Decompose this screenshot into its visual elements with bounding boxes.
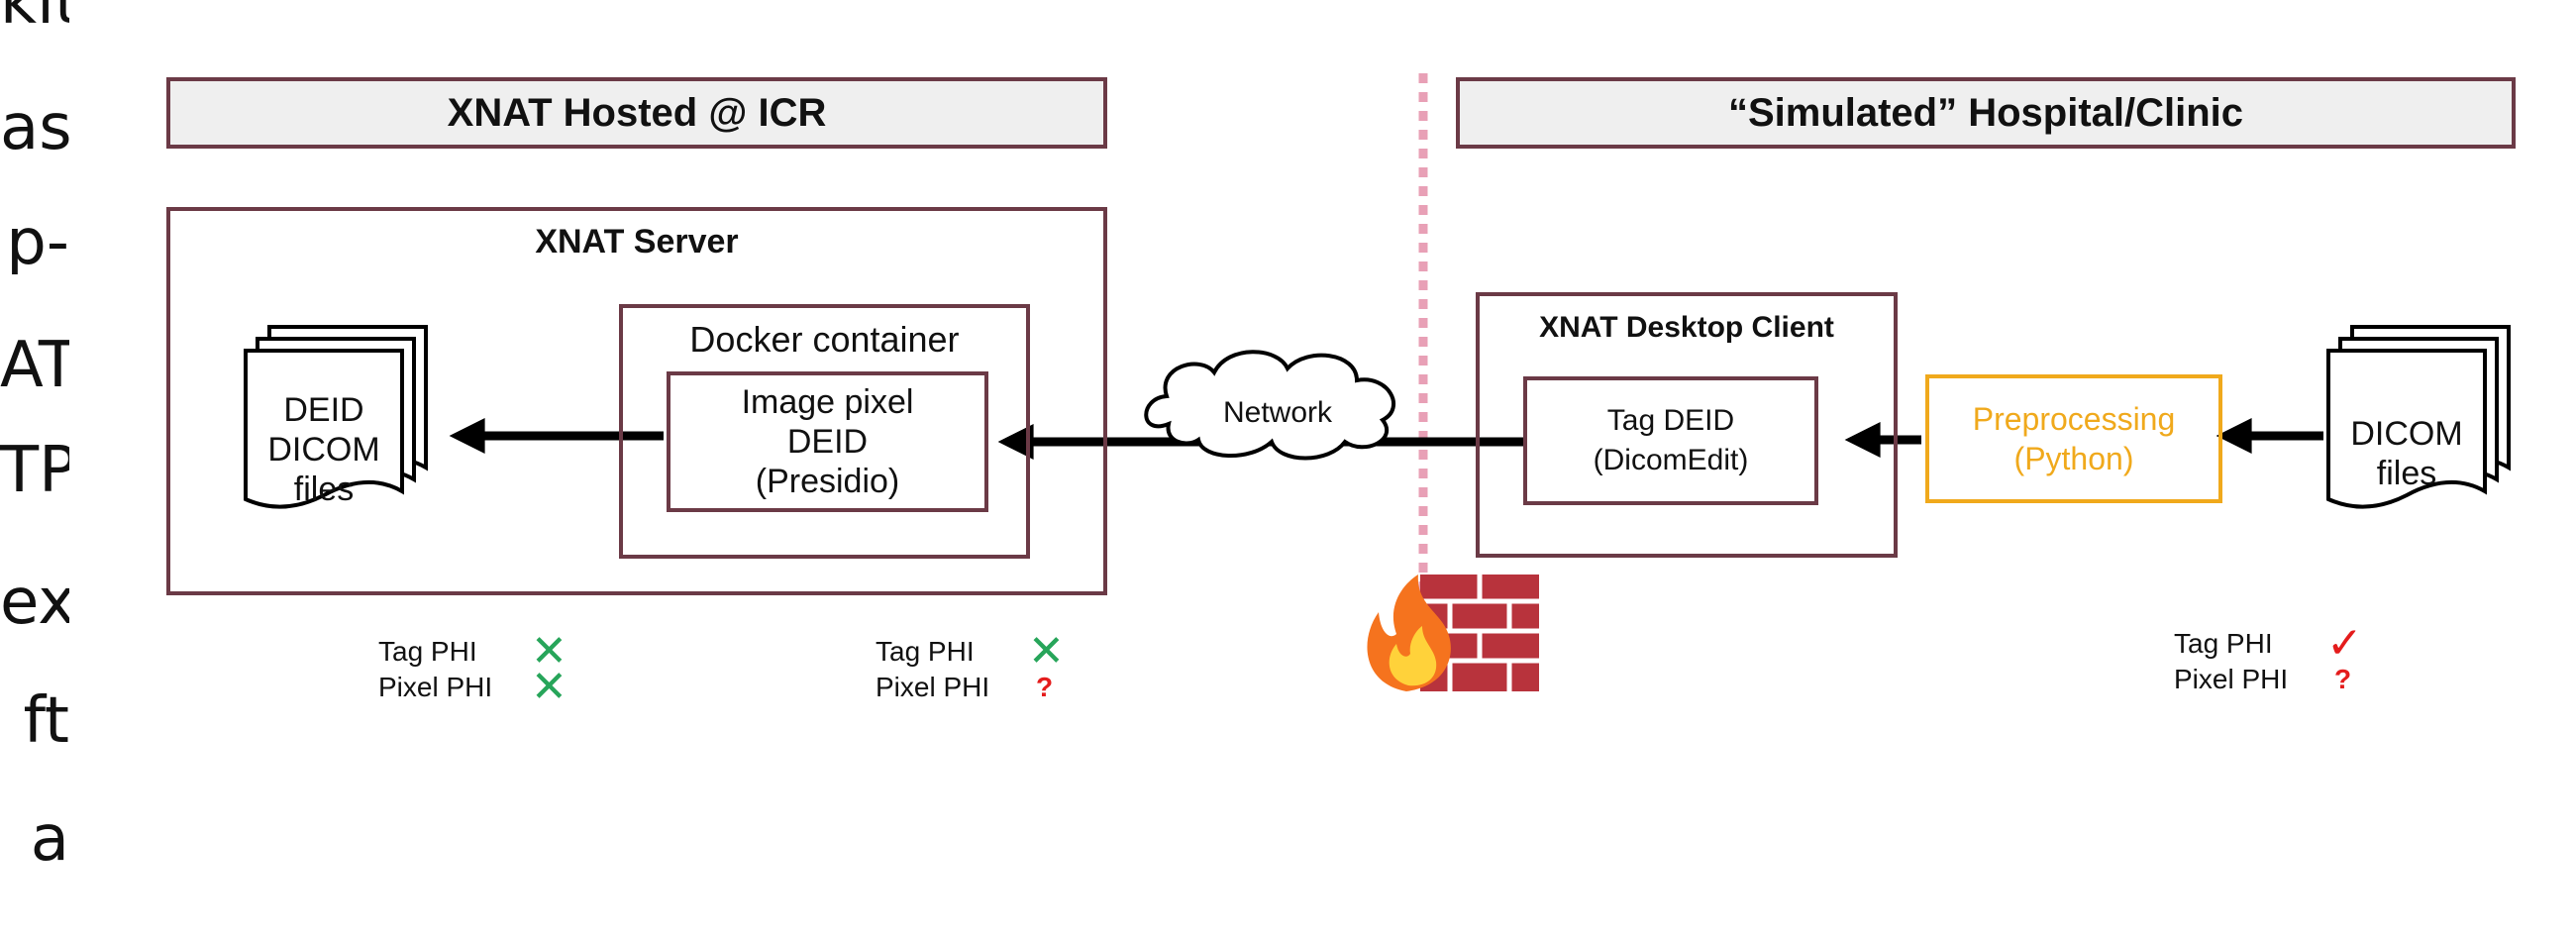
pixel-phi-removed-icon: ✕	[531, 663, 567, 711]
desktop-client-title: XNAT Desktop Client	[1539, 311, 1834, 344]
cropped-text-line-4: AT	[0, 334, 69, 397]
dicom-files-line-2: files	[2376, 455, 2437, 492]
tag-phi-label: Tag PHI	[876, 636, 975, 667]
pixel-deid-line-2: DEID	[786, 423, 869, 461]
hospital-header-label: “Simulated” Hospital/Clinic	[1727, 90, 2244, 135]
dicom-files-line-1: DICOM	[2350, 415, 2463, 453]
pixel-deid-line-3: (Presidio)	[755, 463, 900, 500]
hospital-header: “Simulated” Hospital/Clinic	[1456, 77, 2516, 149]
desktop-client-frame	[1476, 292, 1898, 558]
cropped-text-line-7: ft	[23, 689, 70, 753]
phi-status-server-output: Tag PHI ✕ Pixel PHI ✕	[378, 627, 567, 711]
cropped-text-line-6: ex-	[0, 571, 69, 634]
preprocessing-line-2: (Python)	[2013, 441, 2134, 476]
icr-header: XNAT Hosted @ ICR	[166, 77, 1107, 149]
cropped-text-line-8: a	[30, 807, 69, 871]
phi-status-hospital-source: Tag PHI ✓ Pixel PHI ?	[2174, 619, 2363, 697]
pixel-deid-line-1: Image pixel	[741, 383, 914, 421]
firewall-icon	[1367, 575, 1539, 691]
phi-status-docker-input: Tag PHI ✕ Pixel PHI ?	[876, 627, 1065, 705]
xnat-server-frame	[166, 207, 1107, 595]
tag-phi-removed-icon: ✕	[531, 627, 567, 676]
deid-files-document-stack	[244, 325, 428, 509]
cropped-text-line-2: as	[0, 96, 69, 159]
tag-phi-label: Tag PHI	[378, 636, 477, 667]
pixel-phi-unknown-icon: ?	[1036, 672, 1054, 702]
cropped-text-line-3: p-	[6, 211, 69, 274]
tag-deid-line-1: Tag DEID	[1606, 404, 1735, 437]
docker-container-label: Docker container	[689, 319, 960, 360]
docker-container-frame	[619, 304, 1030, 559]
cropped-text-line-1: kit	[0, 0, 69, 34]
dicom-files-document-stack	[2326, 325, 2511, 509]
deid-files-line-1: DEID	[283, 391, 364, 429]
cropped-text-line-5: TP	[0, 439, 69, 502]
tag-deid-line-2: (DicomEdit)	[1593, 444, 1749, 476]
deid-files-line-2: DICOM	[267, 431, 380, 469]
network-label: Network	[1222, 396, 1333, 429]
pixel-phi-label: Pixel PHI	[378, 672, 493, 702]
pixel-phi-label: Pixel PHI	[2174, 664, 2289, 694]
tag-phi-present-icon: ✓	[2326, 619, 2363, 668]
pixel-phi-label: Pixel PHI	[876, 672, 990, 702]
network-cloud-icon	[1144, 350, 1396, 461]
pixel-deid-box: Image pixel DEID (Presidio)	[667, 371, 988, 512]
tag-phi-removed-icon: ✕	[1028, 627, 1065, 676]
deid-files-line-3: files	[293, 470, 355, 508]
xnat-server-title: XNAT Server	[535, 223, 739, 261]
pixel-phi-unknown-icon: ?	[2334, 664, 2352, 694]
icr-header-label: XNAT Hosted @ ICR	[447, 90, 827, 135]
preprocessing-box: Preprocessing (Python)	[1925, 374, 2222, 503]
tag-phi-label: Tag PHI	[2174, 628, 2273, 659]
tag-deid-box: Tag DEID (DicomEdit)	[1523, 376, 1818, 505]
preprocessing-line-1: Preprocessing	[1972, 401, 2176, 437]
